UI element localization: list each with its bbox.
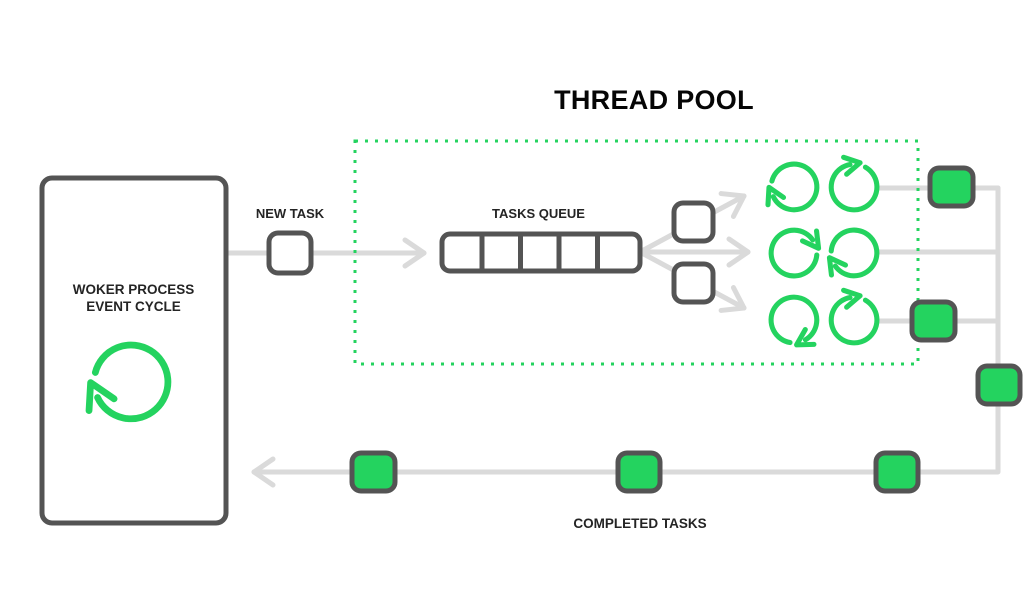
tasks-queue-outline bbox=[439, 231, 643, 274]
thread-pool-title: THREAD POOL bbox=[554, 85, 754, 115]
thread-spinner-icon bbox=[831, 157, 877, 210]
flow-lines bbox=[223, 185, 1001, 488]
green-task-square bbox=[975, 363, 1023, 407]
new-task-label: NEW TASK bbox=[255, 206, 325, 221]
worker-process-label-line2: EVENT CYCLE bbox=[86, 299, 181, 314]
thread-spinner-icon bbox=[765, 291, 826, 356]
green-task-square bbox=[873, 450, 921, 494]
completed-tasks-line bbox=[251, 185, 1001, 488]
worker-process-label: WOKER PROCESS EVENT CYCLE bbox=[52, 281, 215, 315]
green-task-square bbox=[349, 450, 398, 494]
new-task-square bbox=[266, 230, 314, 276]
waiting-task-square bbox=[671, 261, 716, 305]
thread-pool-boundary bbox=[353, 139, 920, 366]
thread-spinner-icon bbox=[831, 290, 877, 343]
worker-process-box bbox=[39, 175, 229, 526]
green-task-square bbox=[615, 450, 663, 494]
green-task-square bbox=[909, 299, 958, 343]
waiting-task-square bbox=[671, 200, 716, 244]
worker-process-label-line1: WOKER PROCESS bbox=[72, 282, 195, 297]
tasks-queue bbox=[439, 231, 643, 274]
thread-spinner-icon bbox=[764, 220, 831, 284]
green-task-square bbox=[927, 165, 976, 209]
tasks-queue-label: TASKS QUEUE bbox=[492, 206, 585, 221]
thread-spinner-icon bbox=[759, 159, 822, 217]
thread-spinner-icon bbox=[817, 223, 884, 287]
completed-tasks-label: COMPLETED TASKS bbox=[573, 516, 707, 531]
